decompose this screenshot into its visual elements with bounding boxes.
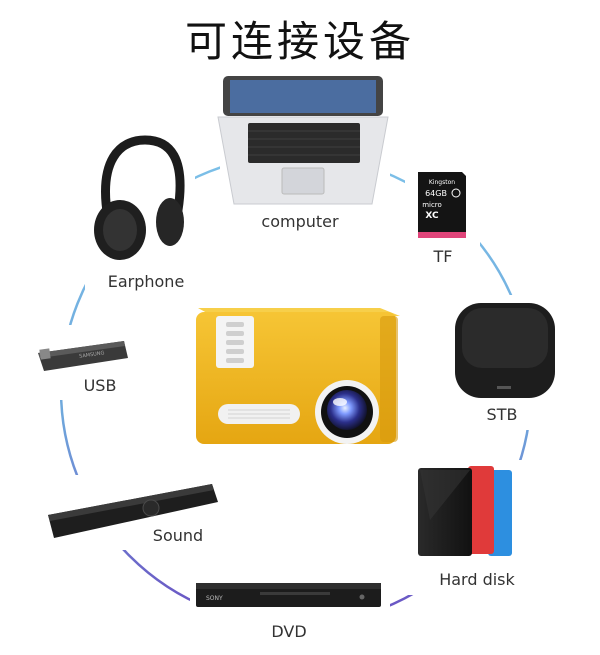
- label-tf: TF: [433, 247, 453, 266]
- sd-micro-text: micro: [422, 201, 442, 209]
- sd-xc-text: XC: [425, 211, 439, 221]
- hard-disk-icon: [418, 466, 512, 556]
- dvd-brand-text: SONY: [206, 595, 223, 602]
- label-computer: computer: [261, 212, 339, 231]
- label-sound: Sound: [153, 526, 203, 545]
- sd-brand-text: Kingston: [429, 179, 455, 186]
- label-stb: STB: [487, 405, 518, 424]
- stb-box-icon: [455, 303, 555, 398]
- label-dvd: DVD: [271, 622, 306, 641]
- sd-capacity-text: 64GB: [425, 189, 447, 198]
- label-usb: USB: [84, 376, 117, 395]
- headphones-icon: [94, 135, 185, 260]
- label-hard-disk: Hard disk: [439, 570, 515, 589]
- label-earphone: Earphone: [108, 272, 185, 291]
- tf-card-icon: Kingston 64GB micro XC: [418, 172, 466, 238]
- page-title: 可连接设备: [184, 17, 415, 66]
- usb-brand-text: SAMSUNG: [79, 350, 105, 360]
- soundbar-icon: [48, 484, 218, 538]
- laptop-icon: [217, 76, 389, 205]
- projector-icon: [196, 308, 400, 444]
- dvd-player-icon: SONY: [196, 583, 381, 607]
- usb-drive-icon: SAMSUNG: [38, 341, 128, 371]
